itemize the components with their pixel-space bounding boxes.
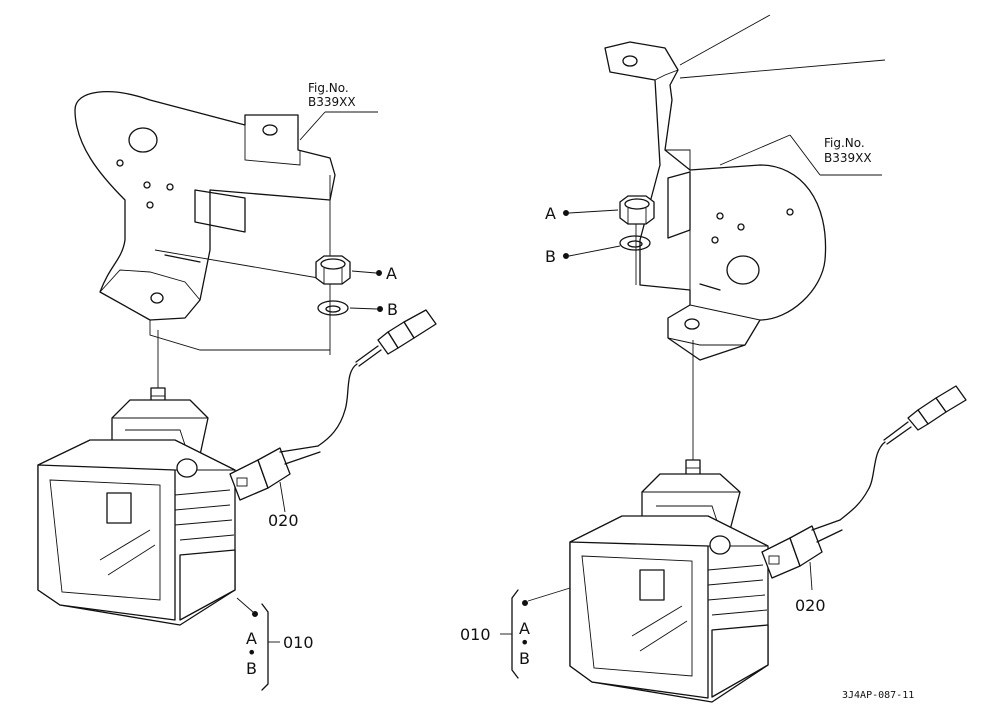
- right-harness-connector-bottom: [761, 519, 843, 579]
- right-washer-label: B: [545, 247, 556, 266]
- left-washer: [317, 300, 349, 316]
- right-connector-label: 020: [795, 596, 826, 615]
- left-group-label-b: B: [246, 659, 257, 678]
- right-fig-ref-line1: Fig.No.: [824, 136, 865, 150]
- left-harness-connector-bottom: [229, 445, 321, 501]
- left-group-label-dot: •: [247, 643, 256, 662]
- left-assembly-label: 010: [283, 633, 314, 652]
- right-group-label-b: B: [519, 649, 530, 668]
- right-group-label-a: A: [519, 619, 530, 638]
- left-harness-connector-top: [317, 309, 437, 447]
- right-fig-ref-line2: B339XX: [824, 151, 872, 165]
- left-nut: [315, 255, 351, 285]
- left-washer-label: B: [387, 300, 398, 319]
- left-fig-ref-line1: Fig.No.: [308, 81, 349, 95]
- right-group-label-dot: •: [520, 633, 529, 652]
- right-bracket-hole-large: [726, 255, 760, 285]
- right-assembly-label: 010: [460, 625, 491, 644]
- left-group-label-a: A: [246, 629, 257, 648]
- left-bracket-hole-large: [128, 127, 158, 153]
- right-harness-connector-top: [839, 385, 967, 521]
- left-work-lamp: [37, 387, 236, 626]
- right-washer: [619, 235, 651, 251]
- right-work-lamp: [569, 459, 769, 703]
- right-view: Fig.No. B339XX A B: [460, 14, 967, 703]
- right-nut: [619, 195, 655, 225]
- right-nut-label: A: [545, 204, 556, 223]
- drawing-code: 3J4AP-087-11: [842, 690, 914, 701]
- left-connector-label: 020: [268, 511, 299, 530]
- left-bracket: [74, 91, 336, 321]
- left-nut-label: A: [386, 264, 397, 283]
- left-fig-ref-line2: B339XX: [308, 95, 356, 109]
- right-bracket: [604, 41, 827, 361]
- left-view: Fig.No. B339XX A B: [37, 81, 437, 691]
